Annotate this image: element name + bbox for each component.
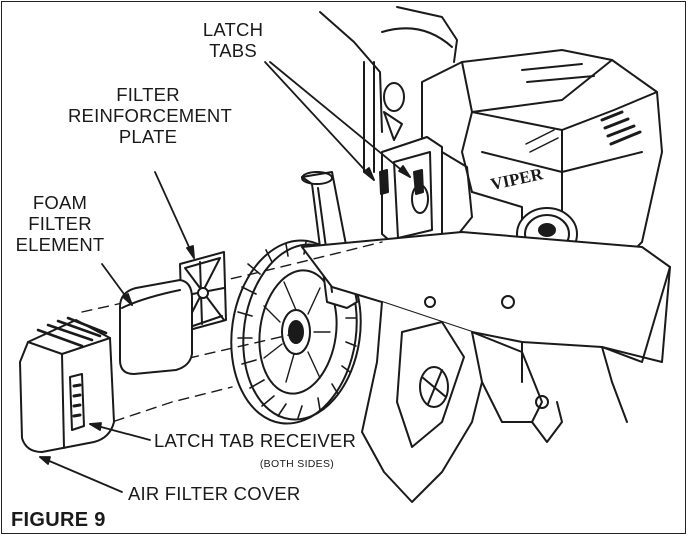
tiller-tines — [301, 231, 671, 503]
label-latch-tab-receiver: LATCH TAB RECEIVER — [154, 430, 357, 451]
foam-filter-element — [119, 279, 193, 375]
figure-caption: FIGURE 9 — [11, 509, 106, 531]
label-air-filter-cover: AIR FILTER COVER — [128, 483, 301, 504]
label-latch-tabs: LATCH TABS — [202, 19, 264, 61]
label-foam-filter-element: FOAM FILTER ELEMENT — [15, 192, 105, 255]
leader-lines — [39, 61, 411, 493]
air-filter-cover-shape — [19, 316, 115, 453]
label-filter-reinforcement-plate: FILTER REINFORCEMENT PLATE — [68, 84, 232, 147]
label-both-sides-note: (BOTH SIDES) — [259, 458, 335, 470]
air-filter-housing — [379, 136, 473, 259]
tiller-handle-frame — [319, 6, 458, 173]
